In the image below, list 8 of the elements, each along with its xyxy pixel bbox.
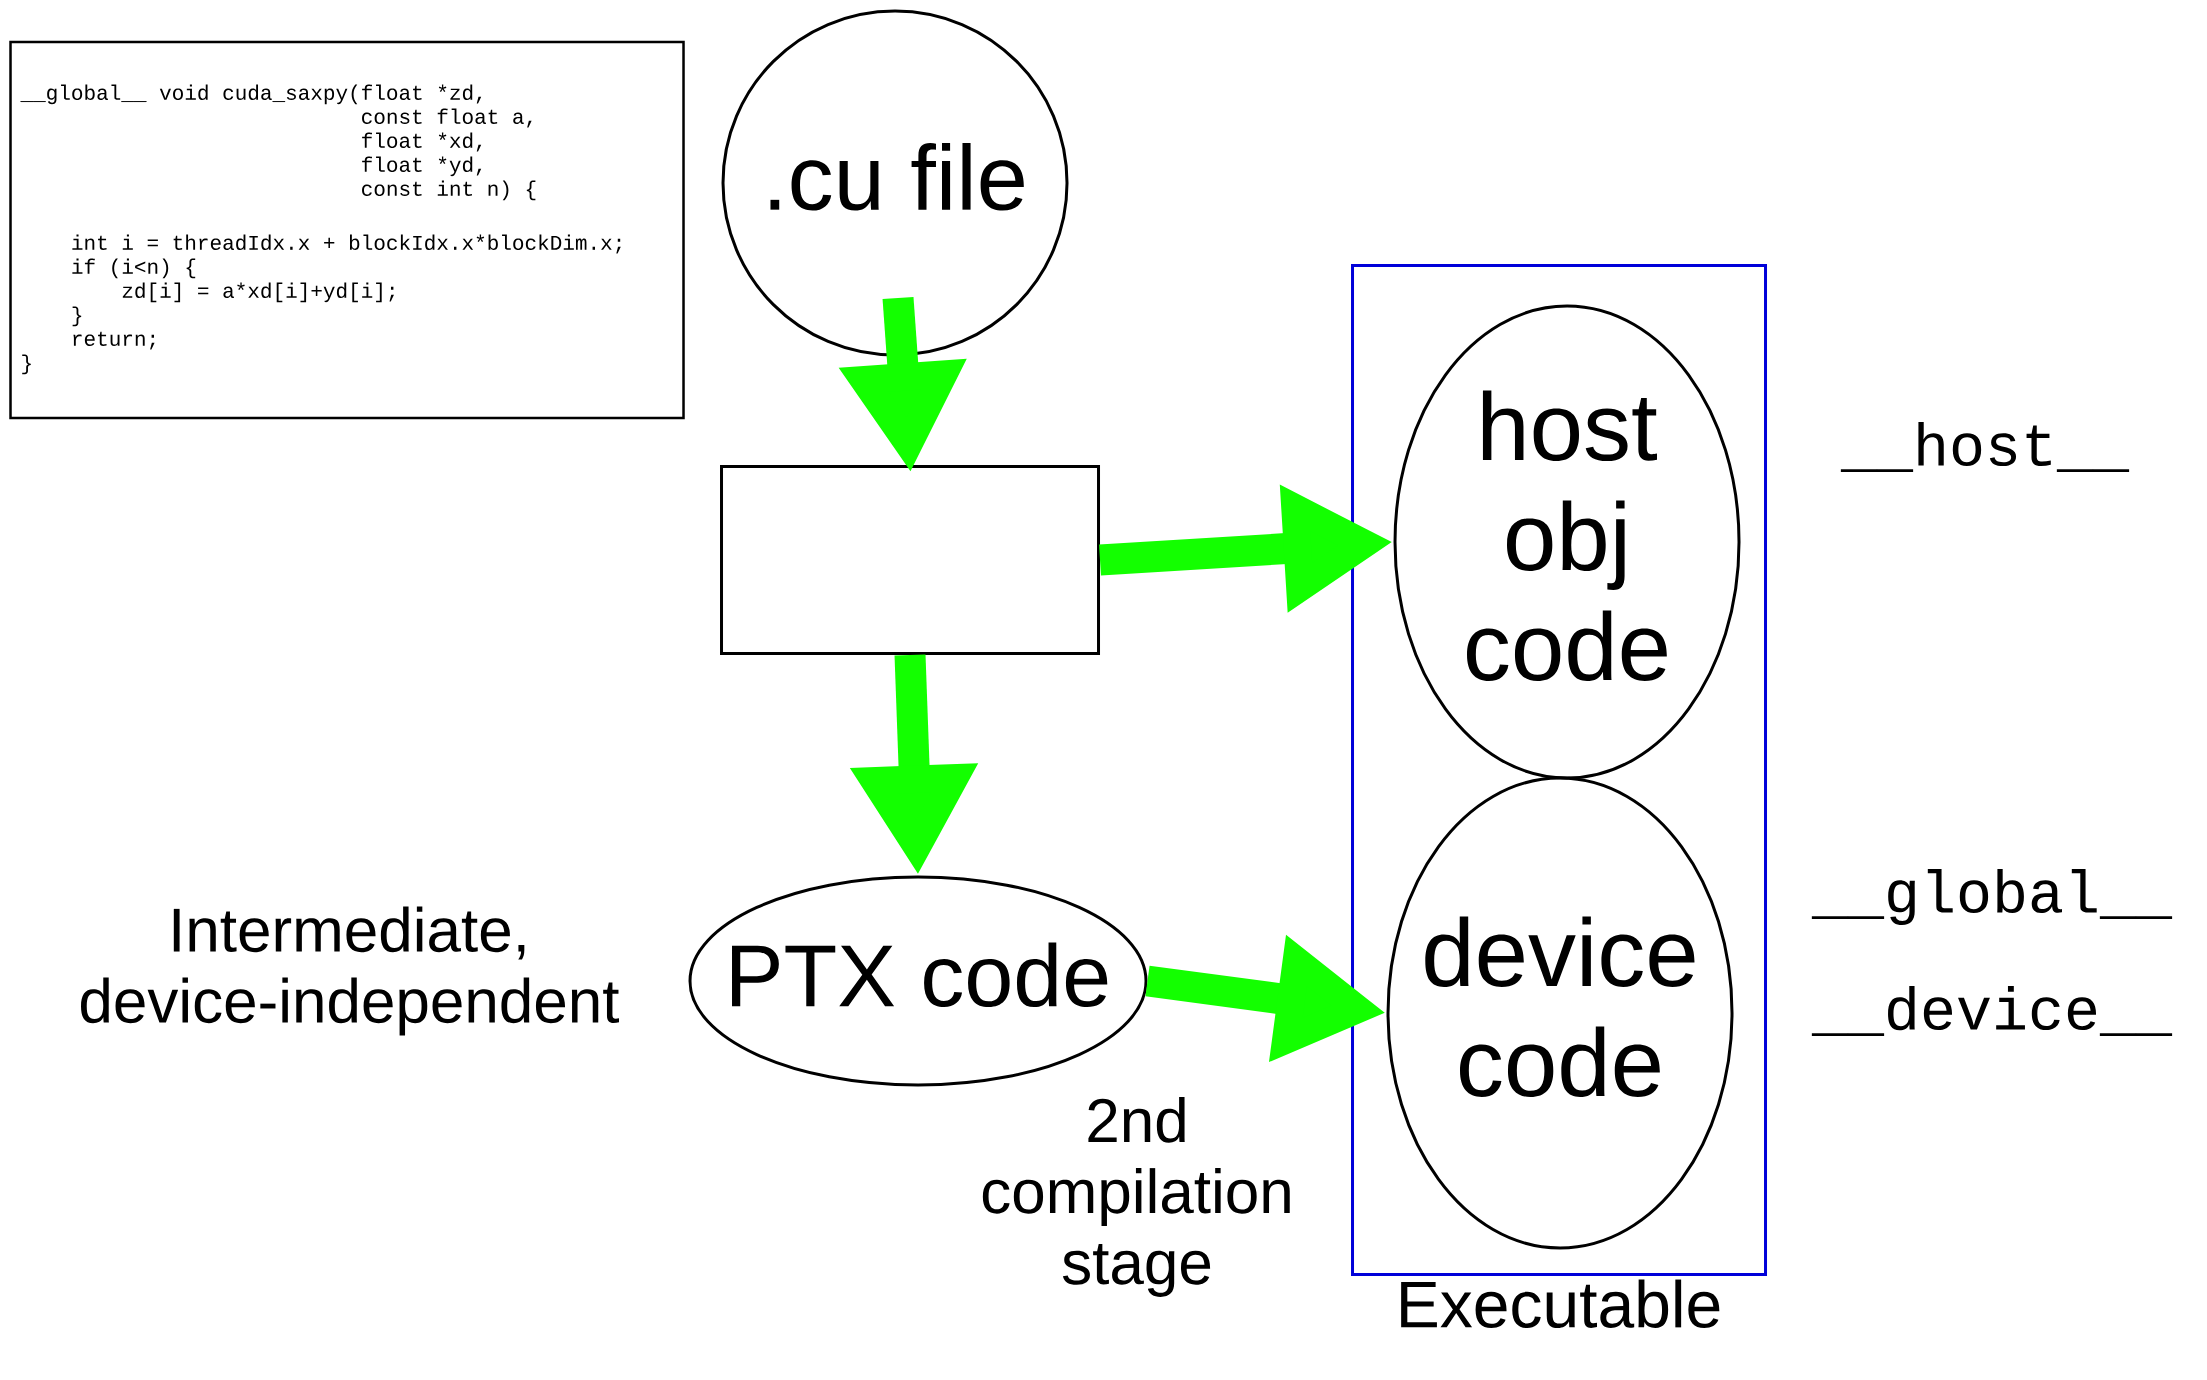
node-label: __device__ — [1811, 986, 2173, 1036]
node-label: Intermediate, device-independent — [81, 906, 620, 1036]
edge-label: 2nd compilation stage — [982, 1097, 1290, 1297]
node-label: Executable — [1401, 1279, 1720, 1328]
node-label: __host__ — [1840, 422, 2130, 472]
box — [720, 465, 1100, 655]
node-label: __global__ — [1811, 869, 2173, 925]
code-listing-box: __global__ void cuda_saxpy(float *zd, const float a, float *xd, float *yd, const int n) { int i = threadIdx.x + blockIdx.x*blockDim.x; if (i<n) { zd[i] = a*xd[i]+yd[i]; } return; } — [9, 40, 685, 420]
